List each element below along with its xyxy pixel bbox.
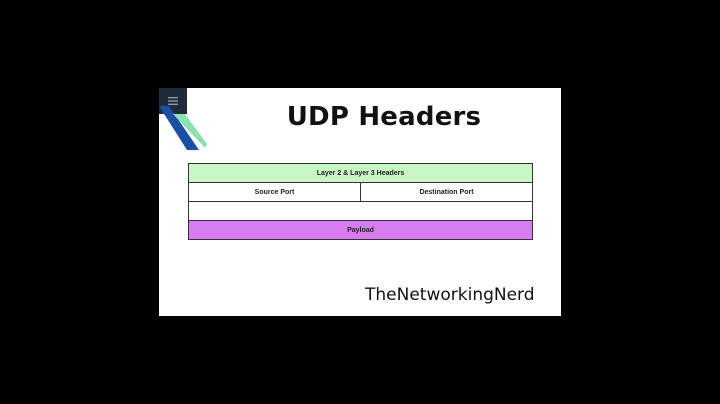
destination-port-label: Destination Port bbox=[419, 188, 474, 196]
udp-header-diagram: Layer 2 & Layer 3 Headers Source Port De… bbox=[188, 163, 533, 241]
empty-header-row bbox=[188, 201, 533, 221]
source-port-label: Source Port bbox=[254, 188, 295, 196]
ports-row: Source Port Destination Port bbox=[188, 182, 533, 202]
layer-headers-row: Layer 2 & Layer 3 Headers bbox=[188, 163, 533, 183]
layer-headers-label: Layer 2 & Layer 3 Headers bbox=[316, 169, 405, 177]
destination-port-cell: Destination Port bbox=[361, 183, 532, 201]
corner-decoration bbox=[159, 88, 207, 150]
source-port-cell: Source Port bbox=[189, 183, 360, 201]
slide-title: UDP Headers bbox=[286, 102, 482, 132]
menu-icon[interactable] bbox=[166, 95, 180, 107]
brand-watermark: TheNetworkingNerd bbox=[365, 285, 535, 305]
port-divider bbox=[360, 183, 361, 201]
slide: UDP Headers Layer 2 & Layer 3 Headers So… bbox=[159, 88, 561, 316]
payload-row: Payload bbox=[188, 220, 533, 240]
payload-label: Payload bbox=[347, 226, 374, 234]
